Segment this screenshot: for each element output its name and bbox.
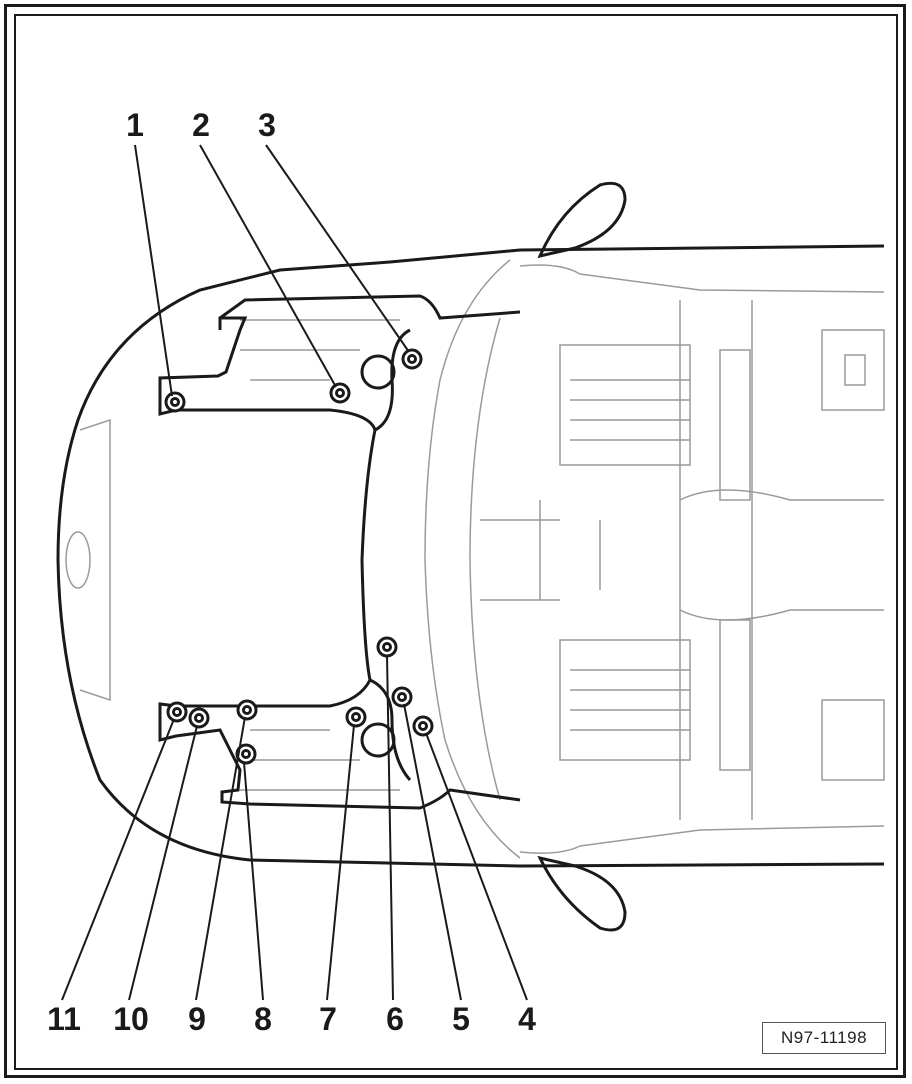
callout-3: 3 (258, 107, 276, 143)
bolt-10 (188, 707, 210, 729)
inner-frame (14, 14, 898, 1070)
bolt-8 (235, 743, 257, 765)
callout-10: 10 (113, 1001, 149, 1037)
callout-4: 4 (518, 1001, 536, 1037)
bolt-11 (166, 701, 188, 723)
leader-lines (61, 144, 528, 1001)
callout-2: 2 (192, 107, 210, 143)
callout-1: 1 (126, 107, 144, 143)
callout-9: 9 (188, 1001, 206, 1037)
bolt-3 (401, 348, 423, 370)
bolt-9 (236, 699, 258, 721)
bolt-markers (164, 348, 434, 765)
subframe-outline (158, 294, 521, 810)
callout-8: 8 (254, 1001, 272, 1037)
bolt-4 (412, 715, 434, 737)
bolt-5 (391, 686, 413, 708)
callout-5: 5 (452, 1001, 470, 1037)
bolt-1 (164, 391, 186, 413)
bolt-2 (329, 382, 351, 404)
bolt-6 (376, 636, 398, 658)
mirror-top (537, 181, 627, 259)
chassis-details (65, 259, 885, 859)
callout-6: 6 (386, 1001, 404, 1037)
callout-numbers: 1 2 3 4 5 6 7 8 9 10 11 (47, 107, 536, 1037)
callout-11: 11 (47, 1001, 81, 1037)
callout-7: 7 (319, 1001, 337, 1037)
bolt-7 (345, 706, 367, 728)
car-body-outline (56, 244, 885, 868)
mirror-bottom (537, 855, 627, 932)
figure-reference-code: N97-11198 (762, 1022, 886, 1054)
